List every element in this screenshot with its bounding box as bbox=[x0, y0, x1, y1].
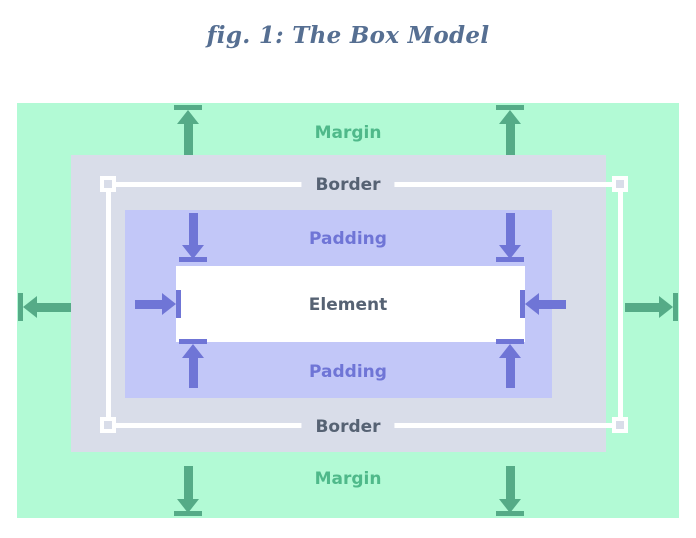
element-region bbox=[176, 266, 525, 342]
page-title: fig. 1: The Box Model bbox=[206, 22, 490, 49]
label-element: Element bbox=[308, 295, 388, 315]
corner-handle-bottom-left[interactable] bbox=[100, 417, 116, 433]
corner-handle-top-right[interactable] bbox=[612, 176, 628, 192]
box-model-diagram: Margin Border Padding Element Padding Bo… bbox=[17, 103, 679, 518]
label-margin-top: Margin bbox=[314, 123, 382, 143]
label-padding-top: Padding bbox=[309, 229, 387, 249]
label-padding-bottom: Padding bbox=[309, 362, 387, 382]
border-guide-line-left bbox=[106, 182, 111, 428]
label-margin-bottom: Margin bbox=[314, 469, 382, 489]
border-guide-line-right bbox=[618, 182, 623, 428]
corner-handle-top-left[interactable] bbox=[100, 176, 116, 192]
corner-handle-bottom-right[interactable] bbox=[612, 417, 628, 433]
label-border-top: Border bbox=[301, 175, 395, 195]
label-border-bottom: Border bbox=[301, 417, 395, 437]
